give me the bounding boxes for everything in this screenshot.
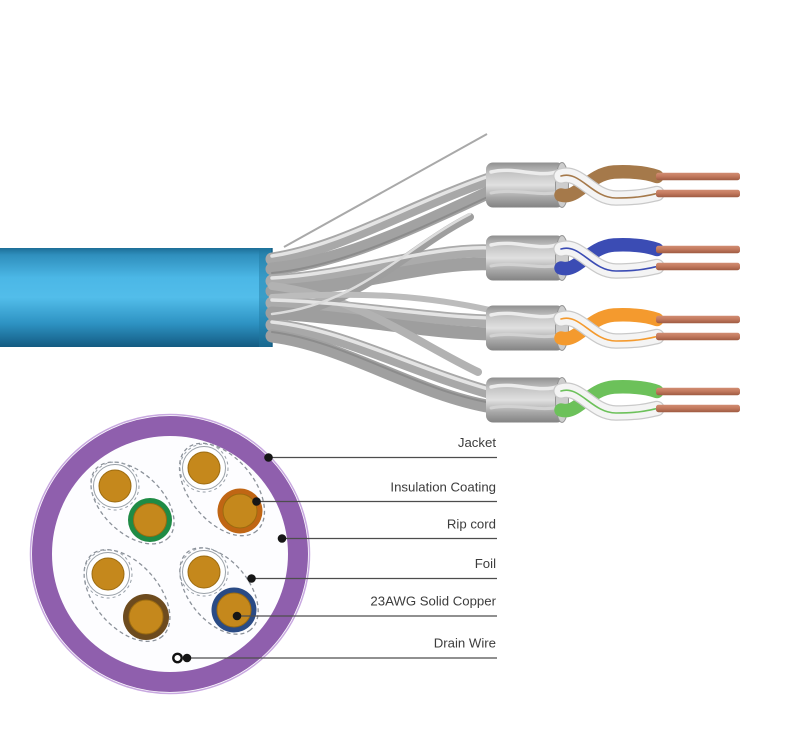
foil-strand-highlight (270, 246, 494, 280)
copper-conductor (656, 189, 740, 198)
copper-conductor (656, 315, 740, 324)
copper-conductor (656, 245, 740, 254)
callout-label: Jacket (458, 435, 496, 450)
cs-pair-navy (179, 547, 257, 633)
foil-tube-highlight (489, 311, 561, 319)
foil-wrap-ellipse (83, 549, 171, 642)
anchor-dot (247, 574, 256, 583)
anchor-dot (252, 497, 261, 506)
callout-label: 23AWG Solid Copper (370, 594, 496, 609)
white-wire-stripe (560, 174, 658, 199)
foil-tube-highlight (489, 404, 561, 411)
insulation-dashed-outline (179, 443, 229, 493)
foil-strand (268, 282, 482, 376)
copper-core (133, 503, 167, 537)
stripped-cable-illustration (0, 133, 740, 423)
callout-label: Rip cord (447, 517, 496, 532)
anchor-dot (277, 534, 287, 543)
foil-strand (265, 318, 499, 400)
anchor-dot (182, 653, 192, 663)
colored-wire (554, 380, 664, 418)
copper-conductor (656, 404, 740, 413)
jacket-ring (32, 416, 308, 692)
foil-strand-highlight (270, 320, 494, 392)
foil-strand-highlight (270, 298, 494, 320)
foil-strand-highlight (270, 173, 494, 258)
copper-core (222, 493, 258, 529)
callout-rip-cord: Rip cord (277, 517, 497, 543)
foil-wrap-ellipse (178, 442, 266, 537)
colored-wire (554, 165, 664, 203)
anchor-dot (232, 611, 242, 621)
cable-jacket (0, 248, 273, 347)
copper-core (187, 555, 221, 589)
insulation-dashed-outline (179, 547, 229, 597)
foil-tube-highlight (489, 189, 561, 196)
foil-tube-highlight (489, 332, 561, 339)
twisted-pair-orange (486, 305, 740, 351)
copper-conductor (656, 332, 740, 341)
cs-pair-green (90, 461, 172, 542)
callout-label: Drain Wire (434, 636, 496, 651)
foil-strand-shadow (271, 331, 493, 404)
callout-solid-copper: 23AWG Solid Copper (232, 594, 497, 621)
colored-wire (554, 238, 664, 276)
foil-strand-fan (265, 171, 499, 414)
copper-core (187, 451, 221, 485)
foil-strand (269, 291, 493, 313)
twisted-pair-blue (486, 235, 740, 281)
drain-wire-marker (172, 652, 183, 664)
copper-core (98, 469, 132, 503)
callout-label: Insulation Coating (390, 480, 496, 495)
foil-wrap-ellipse (179, 547, 259, 635)
foil-tube-highlight (489, 383, 561, 391)
foil-strand (265, 296, 499, 328)
copper-conductor (656, 172, 740, 181)
insulation-dashed-outline (90, 461, 140, 511)
foil-wraps (83, 442, 266, 642)
insulation-dashed-outline (83, 549, 133, 599)
rip-cord-string (283, 133, 488, 248)
copper-conductor (656, 387, 740, 396)
copper-conductor (656, 262, 740, 271)
foil-wrap-ellipse (90, 461, 175, 545)
foil-tube-highlight (489, 241, 561, 249)
copper-core (91, 557, 125, 591)
foil-strand (265, 329, 499, 414)
callout-jacket: Jacket (264, 435, 497, 462)
foil-strand (265, 184, 499, 276)
foil-strand (265, 244, 499, 288)
white-wire-stripe (560, 247, 658, 272)
callouts: Jacket Insulation Coating Rip cord Foil … (182, 435, 497, 663)
colored-wire (554, 308, 664, 346)
cs-pair-brown (83, 549, 169, 640)
twisted-pair-green (486, 377, 740, 423)
cable-jacket-body (0, 248, 272, 347)
foil-tube-highlight (489, 262, 561, 269)
cs-pair-orange (179, 443, 263, 534)
copper-core (216, 592, 252, 628)
callout-drain-wire: Drain Wire (182, 636, 497, 663)
jacket-outer-halo (29, 413, 311, 695)
white-wire-stripe (560, 389, 658, 414)
white-wire-stripe (560, 317, 658, 342)
anchor-dot (264, 453, 273, 462)
foil-strand (268, 213, 474, 321)
copper-core (128, 599, 164, 635)
foil-strand-highlight (270, 212, 472, 316)
twisted-pair-brown (486, 162, 740, 208)
foil-strand (265, 171, 499, 266)
foil-strand-shadow (271, 194, 493, 274)
callout-insulation-coating: Insulation Coating (252, 480, 497, 506)
callout-foil: Foil (247, 556, 497, 583)
callout-label: Foil (475, 556, 496, 571)
foil-tube-highlight (489, 168, 561, 176)
